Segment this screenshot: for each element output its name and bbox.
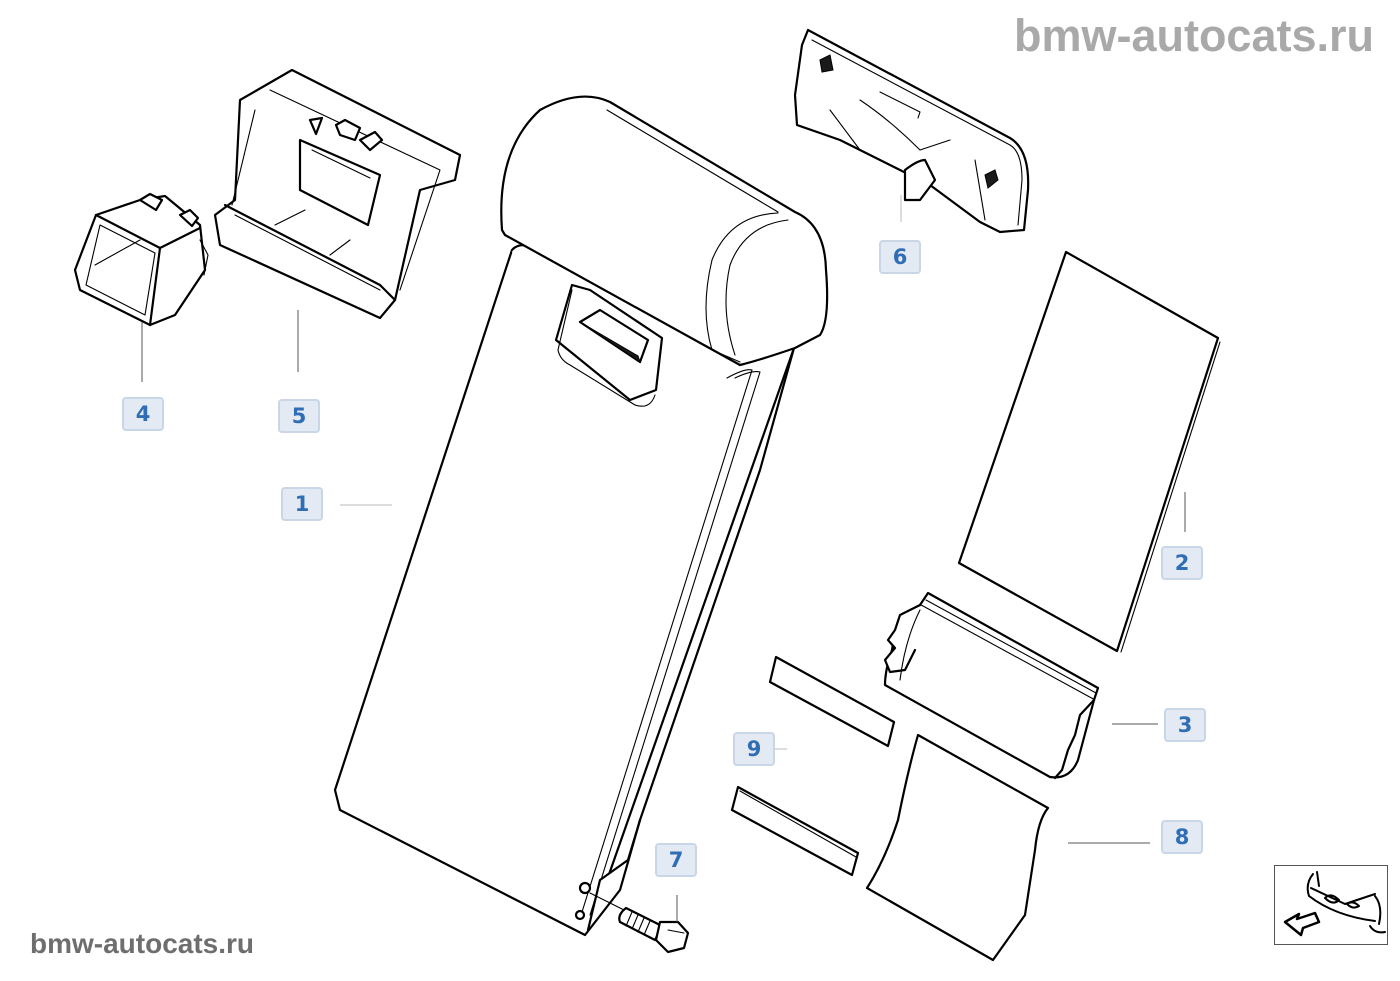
watermark-top: bmw-autocats.ru (1013, 10, 1374, 61)
part-5-tray-frame[interactable] (213, 68, 462, 320)
part-6-handle-cover[interactable] (793, 28, 1030, 234)
car-front-back-arrow-icon (1283, 871, 1386, 937)
callout-7[interactable]: 7 (655, 843, 697, 877)
part-1-armrest[interactable] (333, 95, 829, 937)
callout-6[interactable]: 6 (879, 240, 921, 274)
callout-2[interactable]: 2 (1161, 546, 1203, 580)
callout-5[interactable]: 5 (278, 399, 320, 433)
part-8-cover-sheet[interactable] (865, 733, 1050, 962)
back-navigation-thumbnail[interactable] (1274, 865, 1388, 945)
part-4-cup-holder[interactable] (73, 192, 209, 327)
callout-9[interactable]: 9 (733, 732, 775, 766)
part-9-strips[interactable] (730, 655, 896, 877)
part-2-panel[interactable] (957, 250, 1221, 653)
callout-3[interactable]: 3 (1164, 708, 1206, 742)
callout-8[interactable]: 8 (1161, 820, 1203, 854)
leader-lines (141, 195, 1186, 922)
part-3-bracket[interactable] (883, 591, 1100, 780)
callout-1[interactable]: 1 (281, 487, 323, 521)
watermark-bottom: bmw-autocats.ru (30, 928, 255, 959)
part-7-bolt[interactable] (574, 881, 690, 954)
callout-4[interactable]: 4 (122, 397, 164, 431)
